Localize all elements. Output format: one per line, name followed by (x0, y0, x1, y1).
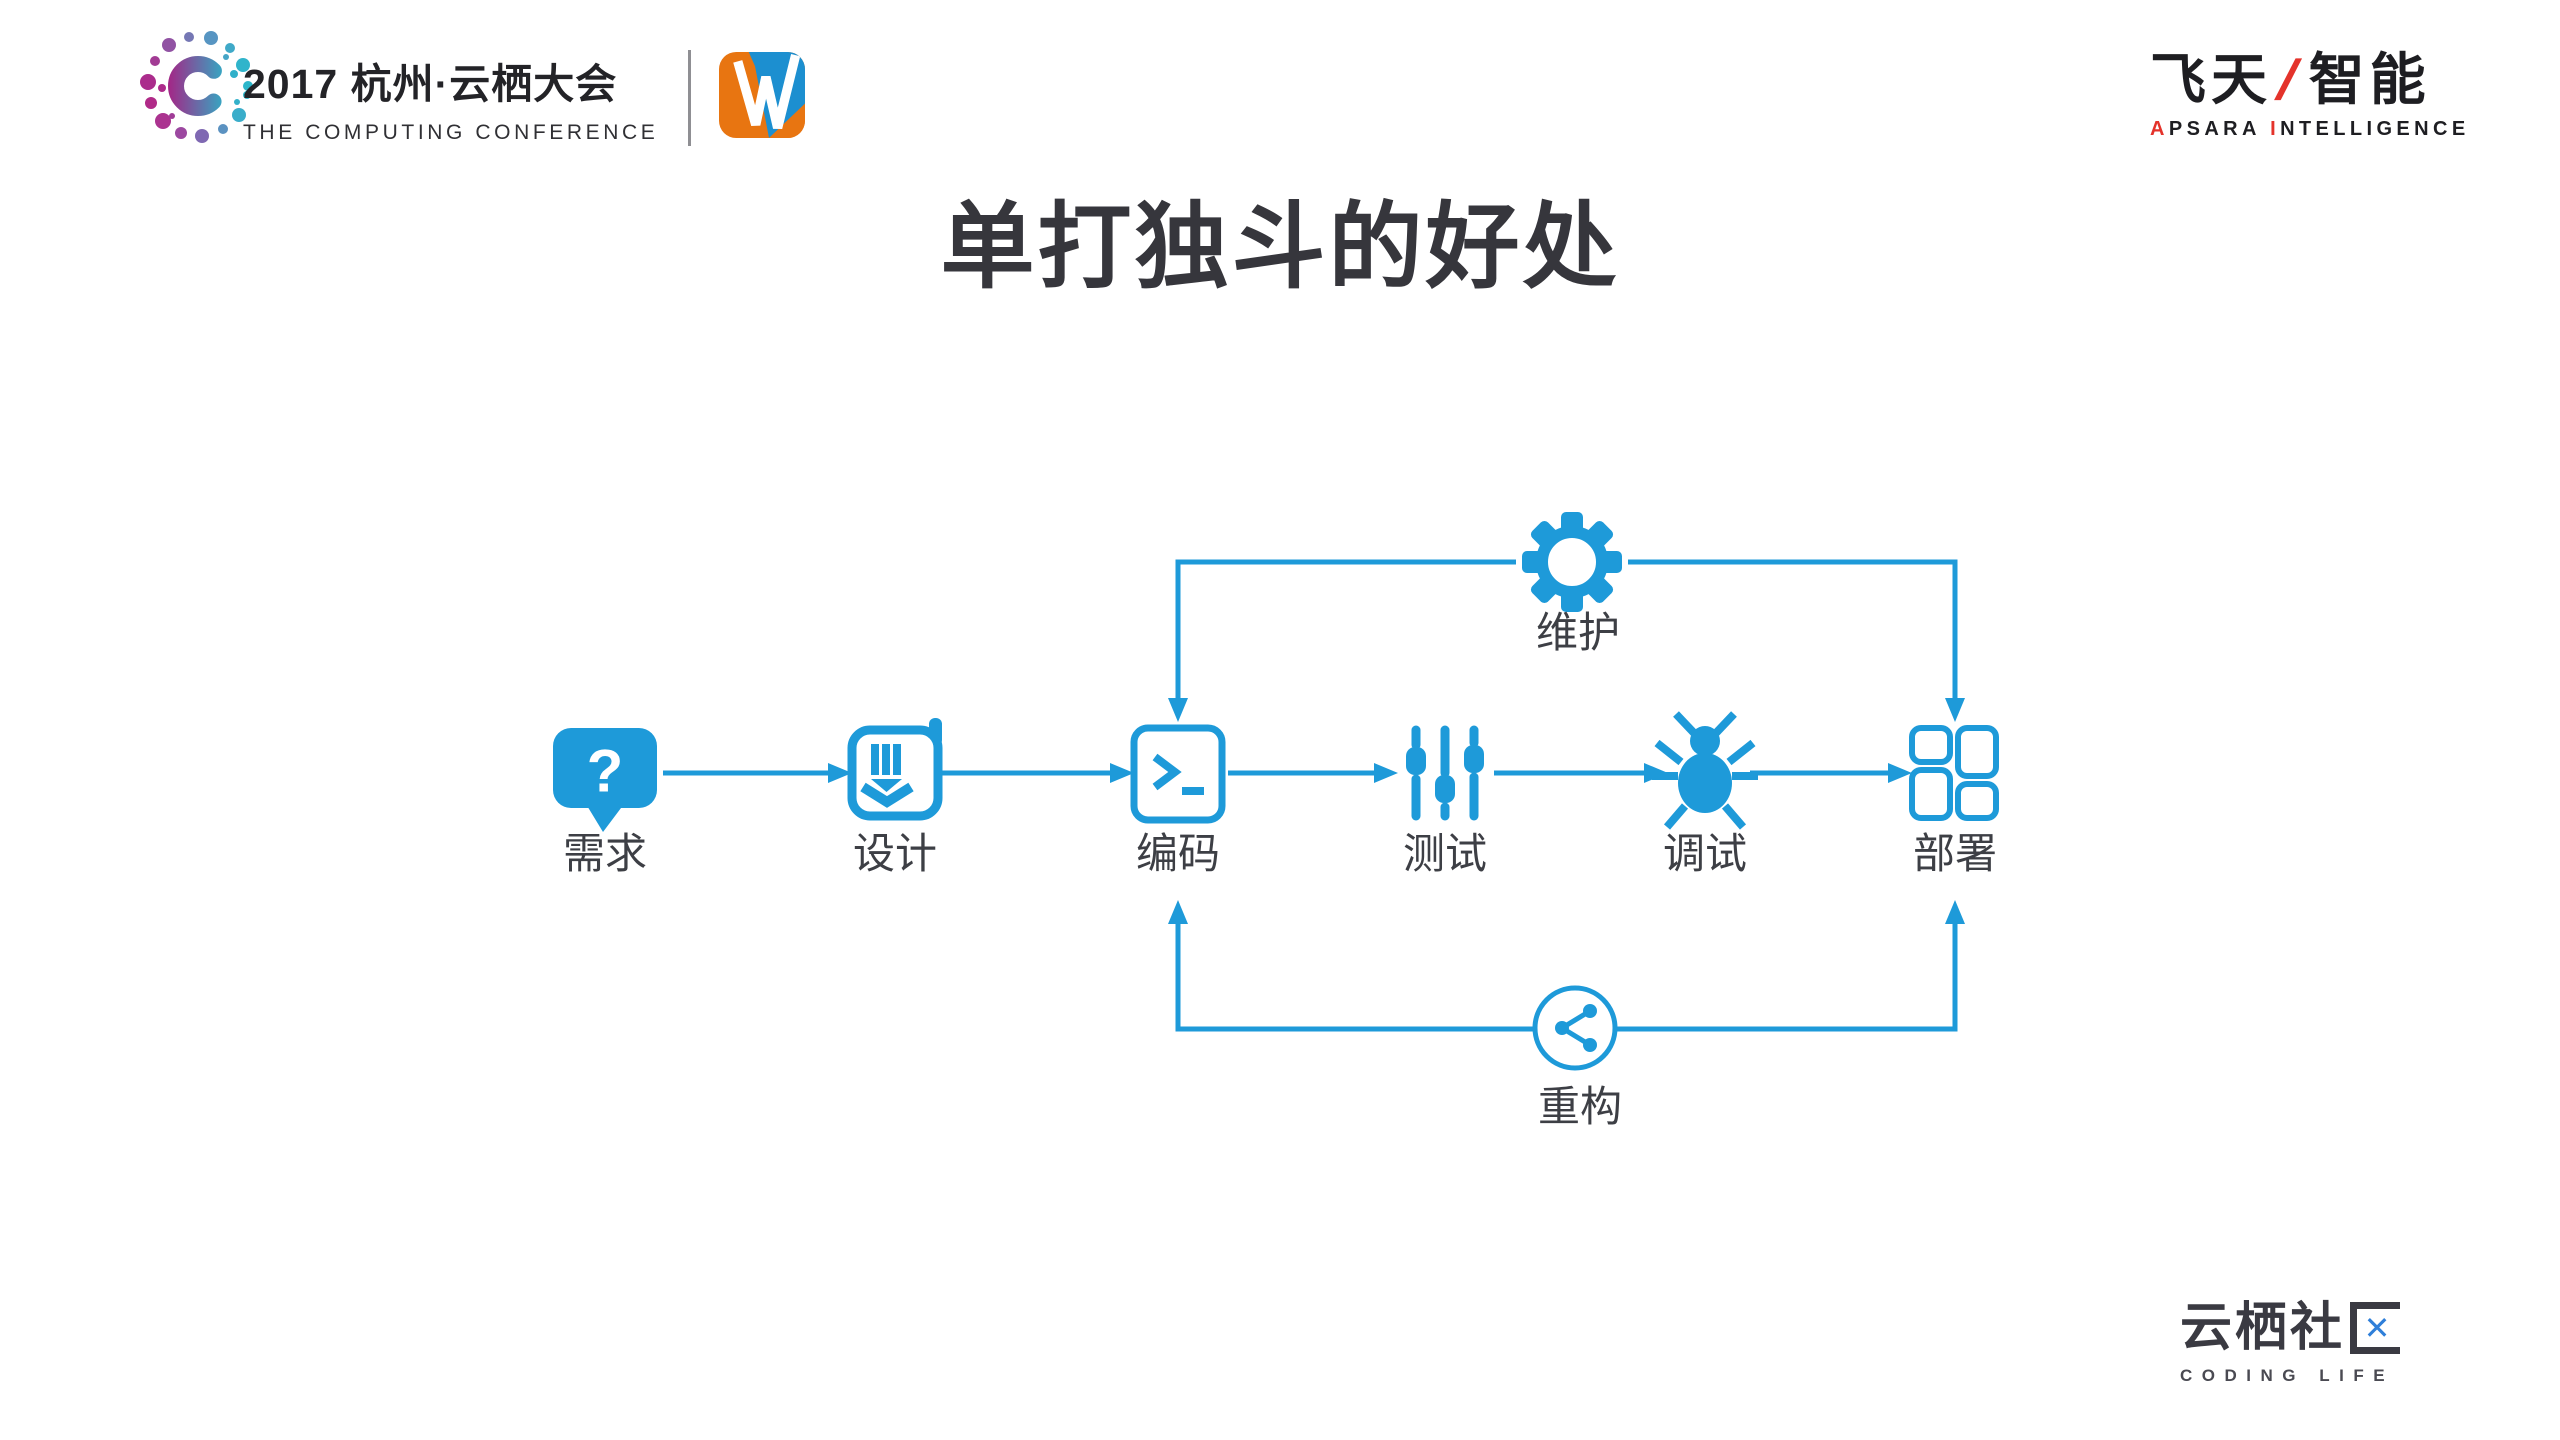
page-title: 单打独斗的好处 (940, 194, 1620, 299)
node-label-design: 设计 (852, 830, 938, 877)
apsara-cn-line: 飞天 / 智能 (2150, 48, 2470, 111)
conference-wordmark: 2017 杭州·云栖大会 THE COMPUTING CONFERENCE (243, 50, 658, 145)
loop-label-refactoring: 重构 (1537, 1083, 1623, 1130)
community-tagline: CODING LIFE (2180, 1366, 2395, 1385)
apsara-en-psara: PSARA (2168, 118, 2261, 140)
apsara-cn-left: 飞天 (2150, 48, 2272, 111)
node-label-coding: 编码 (1135, 830, 1221, 877)
terminal-icon (1130, 724, 1226, 824)
gear-icon (1522, 512, 1622, 612)
apsara-en-line: APSARA INTELLIGENCE (2150, 118, 2470, 141)
apsara-logo: 飞天 / 智能 APSARA INTELLIGENCE (2150, 48, 2470, 141)
node-label-deployment: 部署 (1912, 830, 1998, 877)
node-label-testing: 测试 (1402, 830, 1488, 877)
node-label-requirements: 需求 (562, 830, 648, 877)
apsara-en-ntelligence: NTELLIGENCE (2280, 118, 2470, 140)
apsara-en-i: I (2270, 118, 2281, 140)
flow-arrowheads (828, 698, 1965, 924)
sliders-icon (1406, 725, 1484, 821)
yunqi-community-logo: 云栖社 ✕ CODING LIFE (2180, 1299, 2401, 1386)
bug-icon (1652, 711, 1758, 830)
share-icon (1532, 985, 1618, 1071)
flow-lines (663, 559, 1958, 1032)
apsara-en-a: A (2150, 118, 2169, 140)
header-divider (688, 50, 691, 146)
pencil-doc-icon (847, 718, 943, 821)
loop-label-maintenance: 维护 (1535, 609, 1621, 656)
x-icon: ✕ (2363, 1310, 2394, 1346)
apsara-cn-right: 智能 (2308, 48, 2431, 111)
computing-conference-sphere-icon (140, 31, 253, 143)
question-mark-glyph: ? (587, 738, 624, 805)
question-bubble-icon: ? (553, 728, 657, 832)
community-name-prefix: 云栖社 (2180, 1299, 2346, 1357)
w-logo-icon (719, 52, 805, 138)
qu-glyph-frame: ✕ (2350, 1302, 2401, 1354)
workflow-diagram: ? (553, 512, 1999, 1071)
apsara-slash: / (2269, 48, 2311, 111)
grid-icon (1909, 725, 1999, 821)
community-name: 云栖社 ✕ (2180, 1299, 2401, 1357)
conference-subtitle: THE COMPUTING CONFERENCE (243, 121, 659, 144)
conference-title: 2017 杭州·云栖大会 (243, 61, 618, 107)
node-label-debugging: 调试 (1662, 830, 1748, 877)
